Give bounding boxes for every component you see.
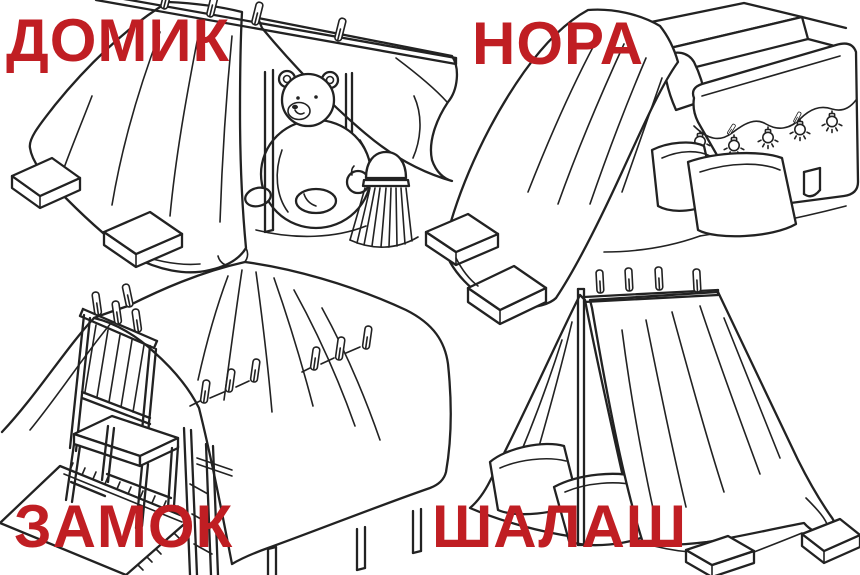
tent-pole: [576, 287, 586, 547]
book-weight-icon: [684, 534, 756, 575]
tent-front-panel: [588, 290, 837, 546]
chair-castle-drawing: [0, 260, 452, 575]
chair: [64, 307, 180, 530]
hem-line: [455, 257, 479, 287]
canopy-corner-edge: [0, 316, 113, 434]
ridge-pole: [94, 0, 458, 66]
clothespin-icons: [595, 266, 702, 294]
floor-line: [255, 225, 367, 238]
blanket-flap-folds: [395, 57, 448, 159]
house-fort-drawing: [10, 0, 459, 274]
label-shalash: ШАЛАШ: [432, 493, 688, 560]
string-lights-icon: [689, 99, 857, 158]
chair-legs-under-blanket: [266, 507, 423, 575]
book-weight-icon: [800, 517, 860, 565]
pillow: [686, 151, 798, 238]
second-chair: [182, 426, 233, 575]
label-domik: ДОМИК: [6, 7, 231, 74]
fort-front-pole: [263, 68, 275, 234]
label-nora: НОРА: [472, 10, 645, 77]
book-weight-icon: [466, 264, 548, 326]
book-weight-icon: [424, 212, 500, 267]
rug-fringe: [69, 462, 189, 571]
front-panel-folds: [621, 305, 829, 528]
lean-to-tent-drawing: [468, 266, 860, 575]
label-zamok: ЗАМОК: [14, 493, 234, 560]
sofa-den-drawing: [424, 1, 860, 326]
book-weight-icon: [102, 210, 184, 269]
fringed-rug: [0, 462, 192, 575]
tassel-lamp-icon: [349, 150, 419, 248]
book-weight-icon: [10, 156, 82, 210]
seam-lines: [189, 346, 361, 407]
blanket-fold-lines: [527, 33, 663, 205]
sofa-leg: [802, 166, 822, 198]
